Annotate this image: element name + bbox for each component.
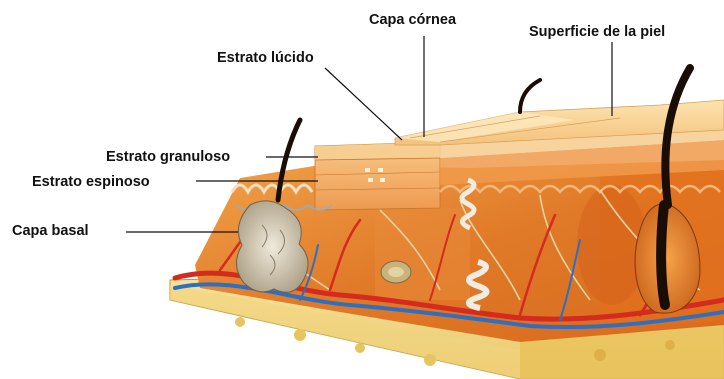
pacinian-corpuscle bbox=[381, 261, 411, 283]
label-estrato-lucido: Estrato lúcido bbox=[217, 51, 314, 66]
label-estrato-granuloso: Estrato granuloso bbox=[106, 150, 230, 165]
label-capa-cornea: Capa córnea bbox=[369, 13, 456, 28]
label-estrato-espinoso: Estrato espinoso bbox=[32, 175, 150, 190]
label-superficie-de-la-piel: Superficie de la piel bbox=[529, 25, 665, 40]
label-capa-basal: Capa basal bbox=[12, 224, 89, 239]
